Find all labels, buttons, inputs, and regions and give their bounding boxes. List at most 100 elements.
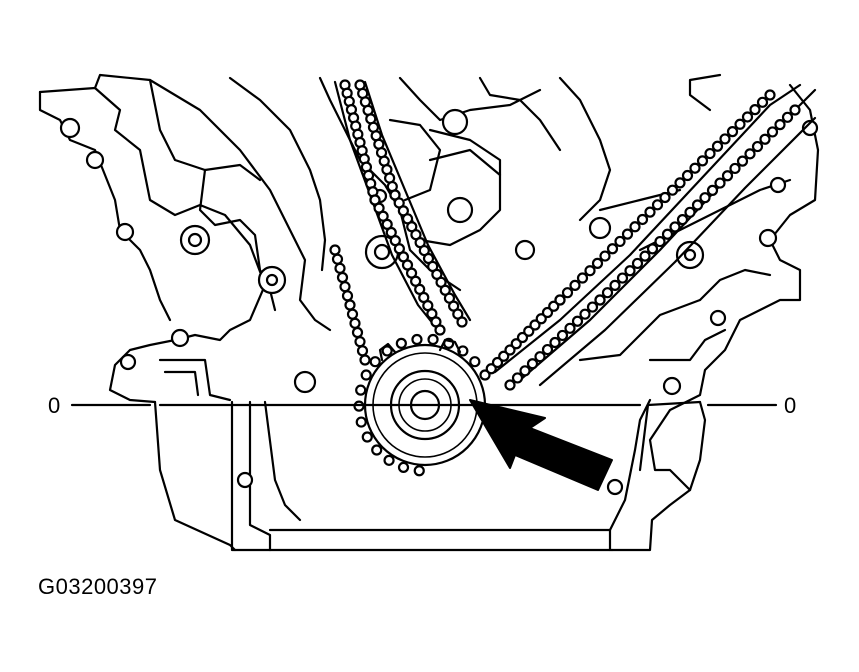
- chain-link: [594, 294, 606, 306]
- chain-link: [599, 250, 611, 262]
- chain-link: [639, 250, 651, 262]
- bolt-hole: [514, 239, 536, 261]
- chain-link: [659, 191, 671, 204]
- chain-link: [344, 299, 356, 311]
- chain-link: [346, 308, 359, 320]
- chain-link: [704, 147, 716, 160]
- reference-label-left: 0: [48, 393, 60, 418]
- chain-link: [729, 162, 741, 175]
- chain-link: [336, 271, 349, 284]
- bolt-hole: [293, 370, 317, 394]
- chain-link: [456, 316, 468, 328]
- chain-link: [541, 306, 554, 319]
- figure-id: G03200397: [38, 574, 158, 599]
- chain-link: [349, 317, 361, 329]
- chain-link: [498, 350, 510, 362]
- chain-link: [579, 308, 591, 320]
- chain-link: [609, 279, 621, 291]
- chain-link: [397, 461, 410, 474]
- chain-link: [541, 343, 554, 356]
- chain-link: [360, 369, 372, 381]
- chain-link: [519, 365, 531, 377]
- arrow-icon: [469, 399, 613, 491]
- chain-link: [616, 272, 629, 284]
- chain-link: [734, 118, 746, 130]
- chain-link: [601, 287, 614, 299]
- chain-link: [383, 454, 395, 466]
- chain-link: [548, 300, 560, 312]
- chain-link: [676, 214, 689, 226]
- bolt-hole: [115, 222, 135, 242]
- bolt-hole: [236, 471, 254, 489]
- chain-link: [504, 344, 516, 356]
- chain-link: [329, 244, 341, 256]
- chain-link: [696, 155, 709, 167]
- chain-link: [651, 199, 664, 211]
- chain-link: [339, 281, 351, 293]
- chain-link: [584, 265, 596, 277]
- chain-link: [526, 358, 539, 370]
- bolt-hole: [85, 150, 105, 170]
- chain-link: [359, 354, 371, 366]
- bolt-hole: [769, 176, 787, 194]
- bolt-holes: [59, 108, 819, 496]
- chain-link: [479, 369, 491, 381]
- chain-link: [523, 325, 535, 337]
- bolt-hole: [588, 216, 612, 240]
- chain-link: [661, 228, 674, 240]
- chain-link: [491, 356, 504, 369]
- chain-link: [766, 126, 779, 138]
- chain-link: [371, 444, 383, 456]
- chain-link: [631, 257, 644, 270]
- chain-link: [759, 133, 771, 145]
- chain-link: [789, 104, 801, 116]
- chain-link: [354, 336, 366, 348]
- chain-link: [624, 265, 636, 277]
- chain-link: [361, 431, 373, 443]
- chain-link: [427, 333, 439, 346]
- chain-link: [516, 331, 529, 344]
- chain-link: [749, 104, 761, 116]
- chain-link: [681, 169, 694, 182]
- chain-link: [351, 326, 364, 339]
- chain-link: [721, 170, 734, 182]
- chain-link: [413, 465, 425, 477]
- timing-chain: [329, 79, 801, 477]
- chain-link: [395, 337, 407, 349]
- bolt-hole: [119, 353, 137, 371]
- bolt-hole: [606, 478, 624, 496]
- chain-link: [434, 324, 446, 336]
- chain-link: [369, 356, 381, 368]
- chain-link: [356, 345, 369, 357]
- chain-link: [684, 206, 696, 218]
- bolt-hole: [709, 309, 727, 327]
- chain-link: [744, 148, 756, 160]
- chain-link: [751, 140, 764, 153]
- chain-link: [556, 329, 569, 342]
- chain-link: [654, 235, 666, 248]
- chain-link: [355, 416, 367, 428]
- chain-link: [774, 119, 786, 131]
- chain-link: [606, 243, 619, 255]
- bolt-hole: [801, 119, 819, 137]
- chain-link: [586, 301, 599, 313]
- chain-link: [756, 96, 769, 108]
- chain-link: [331, 253, 344, 265]
- chain-link: [411, 333, 423, 346]
- chain-link: [381, 345, 393, 357]
- chain-link: [529, 319, 541, 331]
- chain-link: [644, 206, 656, 218]
- upper-housings: [318, 76, 612, 292]
- chain-link: [569, 279, 581, 291]
- bolt-hole: [662, 376, 682, 396]
- chain-link: [561, 287, 574, 299]
- chain-link: [591, 257, 604, 269]
- chain-link: [571, 315, 584, 327]
- bolt-hole: [187, 232, 203, 248]
- chain-link: [699, 192, 711, 204]
- chain-link: [341, 290, 354, 302]
- chain-link: [719, 133, 731, 145]
- chain-link: [534, 351, 546, 363]
- chain-link: [629, 221, 641, 233]
